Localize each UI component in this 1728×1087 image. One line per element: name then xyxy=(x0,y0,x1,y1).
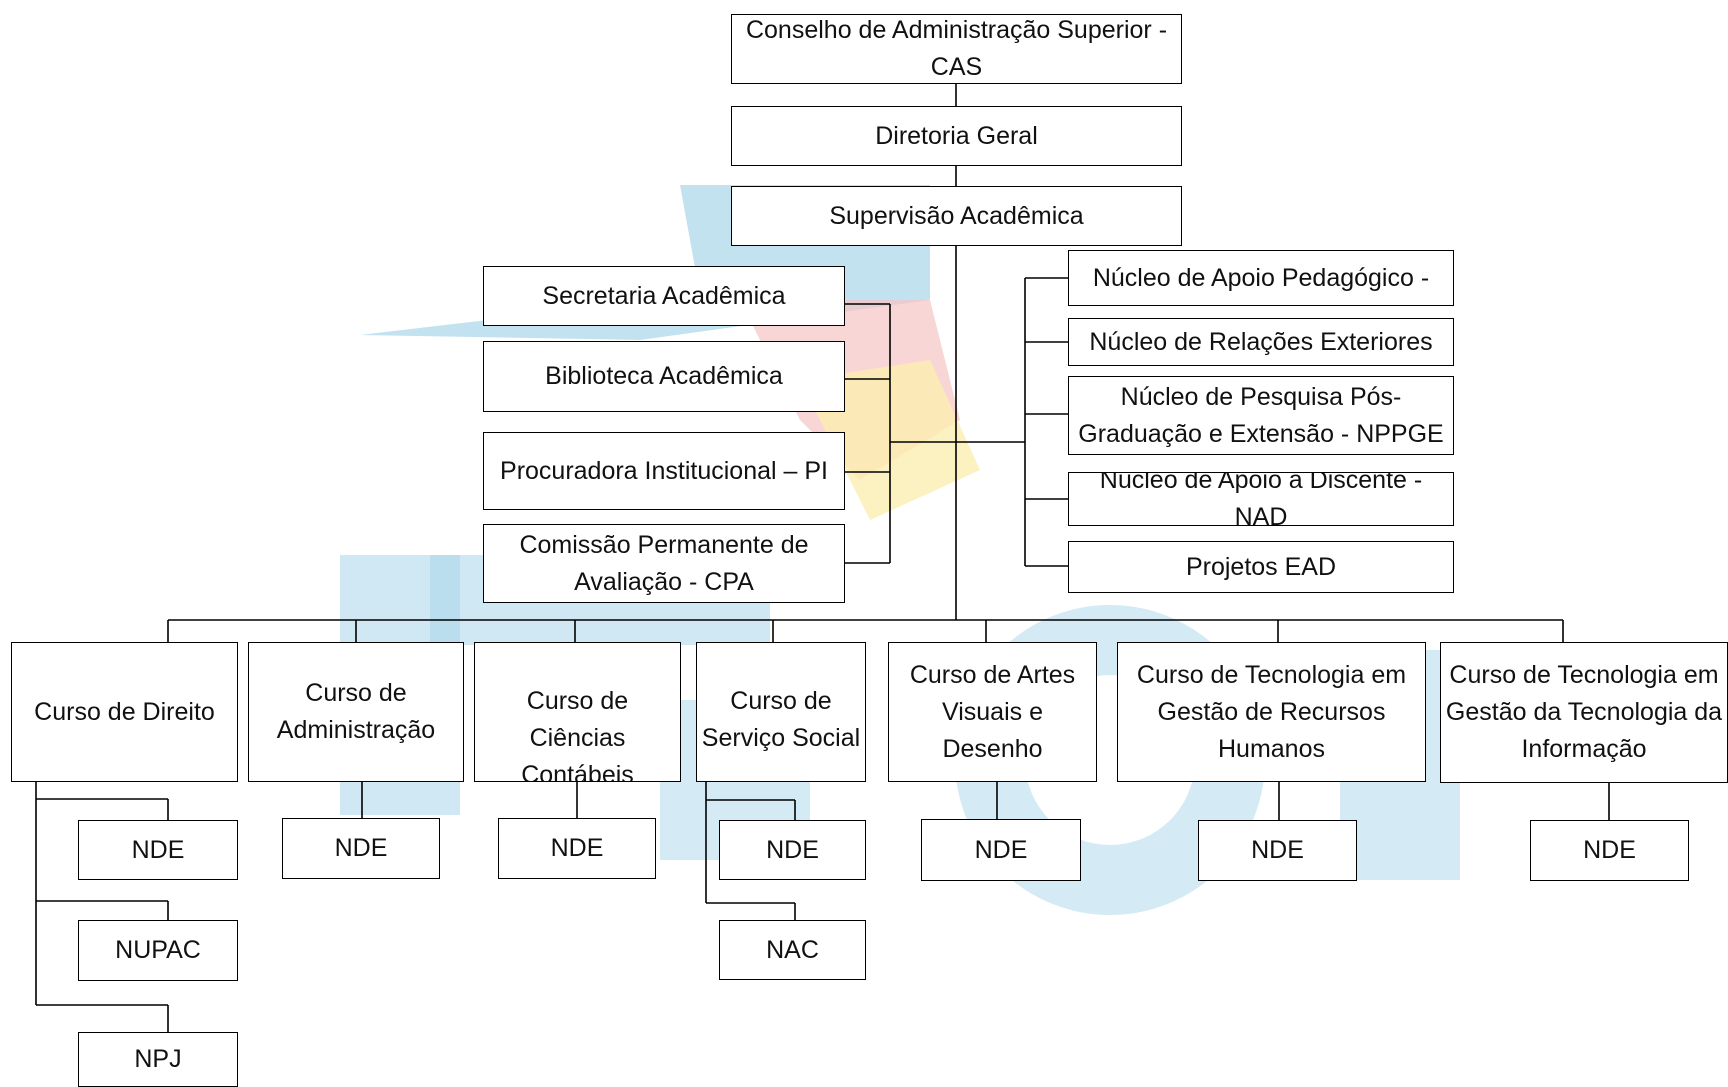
box-council: Conselho de Administração Superior - CAS xyxy=(731,14,1182,84)
box-secretaria: Secretaria Acadêmica xyxy=(483,266,845,326)
right-unit-label: Núcleo de Relações Exteriores xyxy=(1089,327,1433,356)
left-unit-label: Procuradora Institucional – PI xyxy=(500,456,828,485)
box-course-rh: Curso de Tecnologia em Gestão de Recurso… xyxy=(1117,642,1426,782)
box-direito-nde: NDE xyxy=(78,820,238,880)
box-artes-nde: NDE xyxy=(921,819,1081,881)
subunit-label: NDE xyxy=(334,834,388,862)
subunit-label: NUPAC xyxy=(115,936,201,964)
supervision-label: Supervisão Acadêmica xyxy=(829,201,1084,230)
subunit-label: NPJ xyxy=(134,1045,182,1073)
box-cpa: Comissão Permanente de Avaliação - CPA xyxy=(483,524,845,603)
course-label: Curso de Serviço Social xyxy=(701,687,861,752)
subunit-label: NDE xyxy=(974,835,1028,864)
course-label: Curso de Tecnologia em Gestão da Tecnolo… xyxy=(1445,661,1723,763)
box-contabeis-nde: NDE xyxy=(498,818,656,879)
course-label: Curso de Ciências Contábeis xyxy=(521,687,634,782)
box-biblioteca: Biblioteca Acadêmica xyxy=(483,341,845,412)
left-unit-label: Comissão Permanente de Avaliação - CPA xyxy=(519,530,809,596)
box-nap: Núcleo de Apoio Pedagógico - xyxy=(1068,250,1454,306)
box-servico-social-nac: NAC xyxy=(719,920,866,980)
box-course-administracao: Curso de Administração xyxy=(248,642,464,782)
right-unit-label: Projetos EAD xyxy=(1185,552,1337,581)
box-ead: Projetos EAD xyxy=(1068,541,1454,593)
subunit-label: NDE xyxy=(1251,836,1304,864)
course-label: Curso de Artes Visuais e Desenho xyxy=(909,660,1076,763)
subunit-label: NDE xyxy=(1583,836,1636,864)
left-unit-label: Biblioteca Acadêmica xyxy=(545,362,783,390)
course-label: Curso de Tecnologia em Gestão de Recurso… xyxy=(1136,660,1407,763)
course-label: Curso de Direito xyxy=(34,697,215,726)
box-ti-nde: NDE xyxy=(1530,820,1689,881)
right-unit-label: Núcleo de Apoio a Discente - NAD xyxy=(1099,472,1423,526)
box-rh-nde: NDE xyxy=(1198,820,1357,881)
box-nppge: Núcleo de Pesquisa Pós-Graduação e Exten… xyxy=(1068,376,1454,455)
box-course-artes: Curso de Artes Visuais e Desenho xyxy=(888,642,1097,782)
box-nad: Núcleo de Apoio a Discente - NAD xyxy=(1068,472,1454,526)
subunit-label: NDE xyxy=(550,834,604,862)
council-label: Conselho de Administração Superior - CAS xyxy=(745,16,1168,81)
subunit-label: NDE xyxy=(766,835,819,864)
director-label: Diretoria Geral xyxy=(875,121,1038,150)
subunit-label: NDE xyxy=(131,835,185,864)
box-course-servico-social: Curso de Serviço Social xyxy=(696,642,866,782)
box-servico-social-nde: NDE xyxy=(719,820,866,880)
box-administracao-nde: NDE xyxy=(282,818,440,879)
box-director: Diretoria Geral xyxy=(731,106,1182,166)
box-course-contabeis: Curso de Ciências Contábeis xyxy=(474,642,681,782)
course-label: Curso de Administração xyxy=(276,679,436,744)
subunit-label: NAC xyxy=(766,935,819,964)
right-unit-label: Núcleo de Apoio Pedagógico - xyxy=(1092,263,1430,292)
left-unit-label: Secretaria Acadêmica xyxy=(542,281,786,310)
right-unit-label: Núcleo de Pesquisa Pós-Graduação e Exten… xyxy=(1078,382,1444,448)
box-nre: Núcleo de Relações Exteriores xyxy=(1068,318,1454,366)
box-direito-nupac: NUPAC xyxy=(78,920,238,981)
box-direito-npj: NPJ xyxy=(78,1032,238,1087)
box-course-direito: Curso de Direito xyxy=(11,642,238,782)
box-procuradora: Procuradora Institucional – PI xyxy=(483,432,845,510)
box-course-ti: Curso de Tecnologia em Gestão da Tecnolo… xyxy=(1440,642,1728,783)
box-supervision: Supervisão Acadêmica xyxy=(731,186,1182,246)
